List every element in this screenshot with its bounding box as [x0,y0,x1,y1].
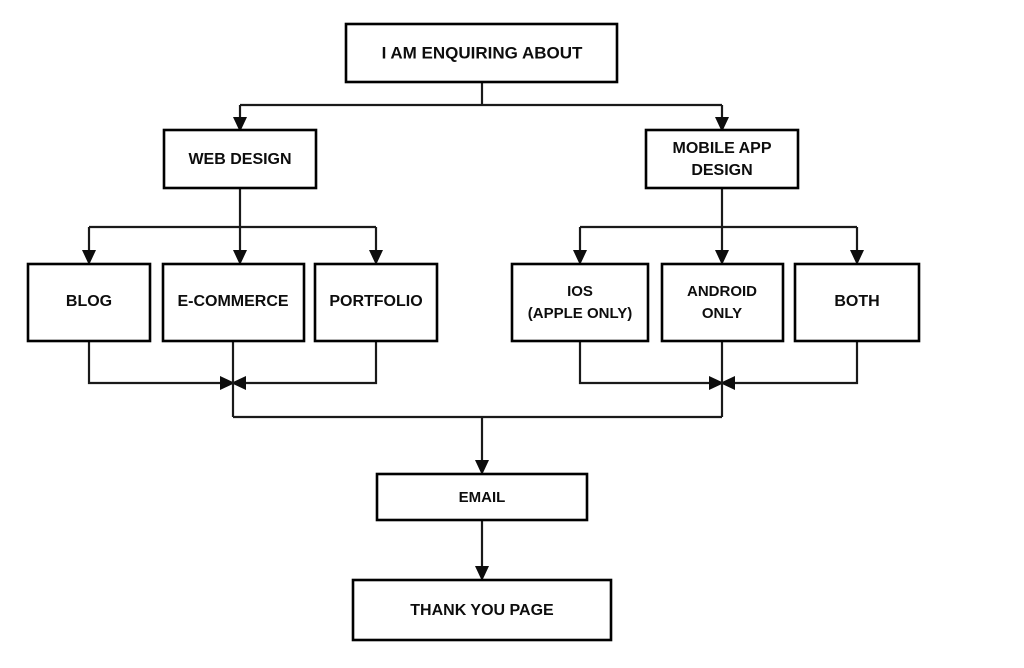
node-label-mobile-app-design-line1: MOBILE APP [673,140,772,157]
node-blog[interactable]: BLOG [26,262,152,343]
node-ios[interactable]: IOS (APPLE ONLY) [510,262,650,343]
arrow-head-merge-right-from-ios [709,376,724,390]
arrow-head-blog [82,250,96,265]
arrow-head-email [475,460,489,475]
edge-ios-to-merge-right [578,341,715,385]
node-label-ios-line1: IOS [567,283,593,300]
node-i-am-enquiring-about[interactable]: I AM ENQUIRING ABOUT [344,22,619,84]
node-label-root: I AM ENQUIRING ABOUT [382,43,583,62]
node-box-email[interactable] [375,472,589,522]
node-label-both: BOTH [834,293,879,310]
node-label-android-line1: ANDROID [687,283,757,300]
node-label-ios-line2: (APPLE ONLY) [528,305,632,322]
node-label-thank-you-page: THANK YOU PAGE [410,602,554,619]
node-box-web-design[interactable] [162,128,318,190]
node-label-android-line2: ONLY [702,305,742,322]
edge-portfolio-to-merge-left [240,341,378,385]
node-web-design[interactable]: WEB DESIGN [162,128,318,190]
arrow-head-merge-right-from-both [720,376,735,390]
arrow-head-both [850,250,864,265]
node-mobile-app-design[interactable]: MOBILE APP DESIGN [644,128,800,190]
arrow-head-android [715,250,729,265]
arrow-head-portfolio [369,250,383,265]
edge-both-to-merge-right [729,341,859,385]
connector-layer [82,82,864,581]
node-ecommerce[interactable]: E-COMMERCE [161,262,306,343]
arrow-head-ecommerce [233,250,247,265]
arrow-head-merge-left-from-portfolio [231,376,246,390]
node-box-blog[interactable] [26,262,152,343]
node-layer: I AM ENQUIRING ABOUT WEB DESIGN MOBILE A… [26,22,921,642]
node-box-mobile-app-design[interactable] [644,128,800,190]
node-label-email: EMAIL [459,489,506,506]
node-box-root[interactable] [344,22,619,84]
node-label-web-design: WEB DESIGN [188,151,291,168]
node-label-ecommerce: E-COMMERCE [177,293,288,310]
arrow-head-mobile-app-design [715,117,729,132]
node-box-ecommerce[interactable] [161,262,306,343]
node-android-only[interactable]: ANDROID ONLY [660,262,785,343]
node-label-mobile-app-design-line2: DESIGN [691,162,752,179]
node-email[interactable]: EMAIL [375,472,589,522]
node-box-thank-you-page[interactable] [351,578,613,642]
edge-blog-to-merge-left [87,341,226,385]
node-label-blog: BLOG [66,293,112,310]
arrow-head-thank-you-page [475,566,489,581]
node-both[interactable]: BOTH [793,262,921,343]
arrow-head-web-design [233,117,247,132]
arrow-head-ios [573,250,587,265]
node-label-portfolio: PORTFOLIO [329,293,422,310]
node-box-portfolio[interactable] [313,262,439,343]
node-thank-you-page[interactable]: THANK YOU PAGE [351,578,613,642]
arrow-head-merge-left-from-blog [220,376,235,390]
node-box-ios[interactable] [510,262,650,343]
node-portfolio[interactable]: PORTFOLIO [313,262,439,343]
node-box-android-only[interactable] [660,262,785,343]
node-box-both[interactable] [793,262,921,343]
